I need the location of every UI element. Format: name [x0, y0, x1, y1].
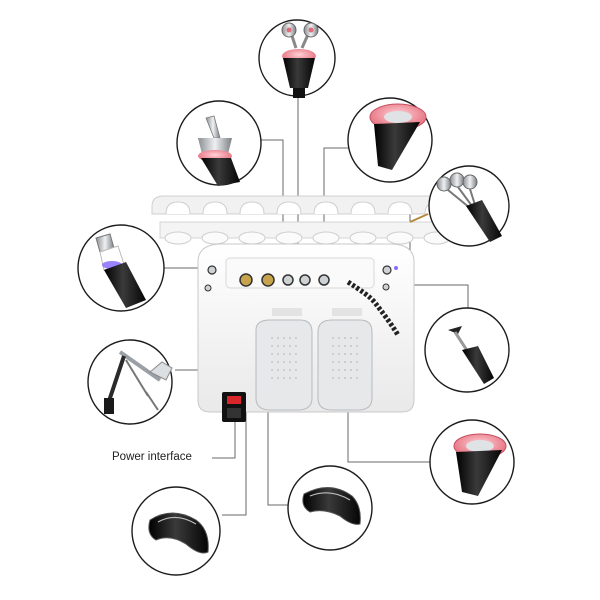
- chamber-dot: [283, 337, 285, 339]
- handpiece-cone-probe: [198, 115, 240, 186]
- chamber-dot: [277, 369, 279, 371]
- chamber-dot: [271, 353, 273, 355]
- chamber-dot: [350, 377, 352, 379]
- chamber-dot: [271, 361, 273, 363]
- line-micro-current: [395, 284, 469, 308]
- chamber-dot: [283, 361, 285, 363]
- chamber-dot: [350, 369, 352, 371]
- chamber-dot: [295, 377, 297, 379]
- chamber-dot: [344, 353, 346, 355]
- chamber-dot: [332, 369, 334, 371]
- holder-cup: [165, 201, 191, 215]
- handpiece-rf-tri-ball: [281, 22, 319, 98]
- chamber-dot: [271, 337, 273, 339]
- holder-slot: [386, 231, 414, 245]
- ports: [204, 265, 398, 292]
- chamber-dot: [271, 345, 273, 347]
- chamber-dot: [338, 369, 340, 371]
- chamber-dot: [356, 369, 358, 371]
- chamber-dot: [295, 369, 297, 371]
- handpiece-rf-pink-probe: [369, 103, 427, 170]
- chamber-dot: [350, 353, 352, 355]
- chamber-dot: [350, 345, 352, 347]
- chamber-dot: [277, 353, 279, 355]
- line-power: [212, 410, 236, 459]
- holder-slot: [275, 231, 303, 245]
- power-interface-label: Power interface: [112, 451, 192, 463]
- circle-spray-gun: [87, 339, 173, 425]
- chamber-dot: [295, 345, 297, 347]
- chamber-dot: [332, 377, 334, 379]
- holder-slot: [164, 231, 192, 245]
- holder-cup: [202, 201, 228, 215]
- chamber-dot: [289, 369, 291, 371]
- chamber-dot: [350, 361, 352, 363]
- chamber-dot: [332, 361, 334, 363]
- chamber-dot: [344, 377, 346, 379]
- chamber-dot: [332, 353, 334, 355]
- holder-slot: [349, 231, 377, 245]
- chamber-dot: [289, 337, 291, 339]
- chamber-dot: [289, 361, 291, 363]
- chamber-dot: [295, 361, 297, 363]
- chamber-dot: [356, 345, 358, 347]
- chamber-dot: [289, 353, 291, 355]
- chamber-dot: [356, 337, 358, 339]
- handpiece-ultrasonic-scrubber: [95, 233, 146, 308]
- chamber-dot: [344, 361, 346, 363]
- chamber-dot: [289, 377, 291, 379]
- chamber-dot: [338, 361, 340, 363]
- chamber-dot: [283, 369, 285, 371]
- chamber-dot: [277, 345, 279, 347]
- holder-rack: [151, 195, 453, 245]
- holder-cup: [387, 201, 413, 215]
- chamber-dot: [277, 377, 279, 379]
- chamber-dot: [344, 345, 346, 347]
- chamber-dot: [344, 337, 346, 339]
- holder-cup: [313, 201, 339, 215]
- handpiece-cryo-probe: [453, 433, 507, 496]
- chamber-dot: [283, 353, 285, 355]
- handpiece-spray-gun: [104, 350, 173, 414]
- coiled-hose: [346, 279, 401, 337]
- chamber-dot: [356, 353, 358, 355]
- chamber-dot: [332, 337, 334, 339]
- chamber-dot: [289, 345, 291, 347]
- chamber-dot: [338, 337, 340, 339]
- chamber-dot: [332, 345, 334, 347]
- handpiece-micro-current: [448, 326, 494, 384]
- chamber-dot: [350, 337, 352, 339]
- chamber-dot: [271, 377, 273, 379]
- holder-slot: [201, 231, 229, 245]
- holder-cup: [276, 201, 302, 215]
- chamber-dot: [338, 377, 340, 379]
- chamber-dot: [283, 377, 285, 379]
- chamber-dot: [295, 337, 297, 339]
- chamber-dot: [295, 353, 297, 355]
- chamber-dot: [356, 377, 358, 379]
- pad-left: [148, 512, 209, 554]
- holder-slot: [312, 231, 340, 245]
- device-body: [197, 213, 429, 422]
- power-switch: [222, 392, 246, 422]
- bottle-chambers: [255, 308, 373, 411]
- holder-slot: [238, 231, 266, 245]
- pad-right: [302, 487, 361, 525]
- holder-cup: [239, 201, 265, 215]
- holder-cup: [350, 201, 376, 215]
- chamber-dot: [271, 369, 273, 371]
- chamber-dot: [277, 361, 279, 363]
- chamber-dot: [344, 369, 346, 371]
- chamber-dot: [283, 345, 285, 347]
- handpiece-multi-ball: [436, 172, 502, 242]
- chamber-dot: [356, 361, 358, 363]
- chamber-dot: [338, 345, 340, 347]
- chamber-dot: [277, 337, 279, 339]
- chamber-dot: [338, 353, 340, 355]
